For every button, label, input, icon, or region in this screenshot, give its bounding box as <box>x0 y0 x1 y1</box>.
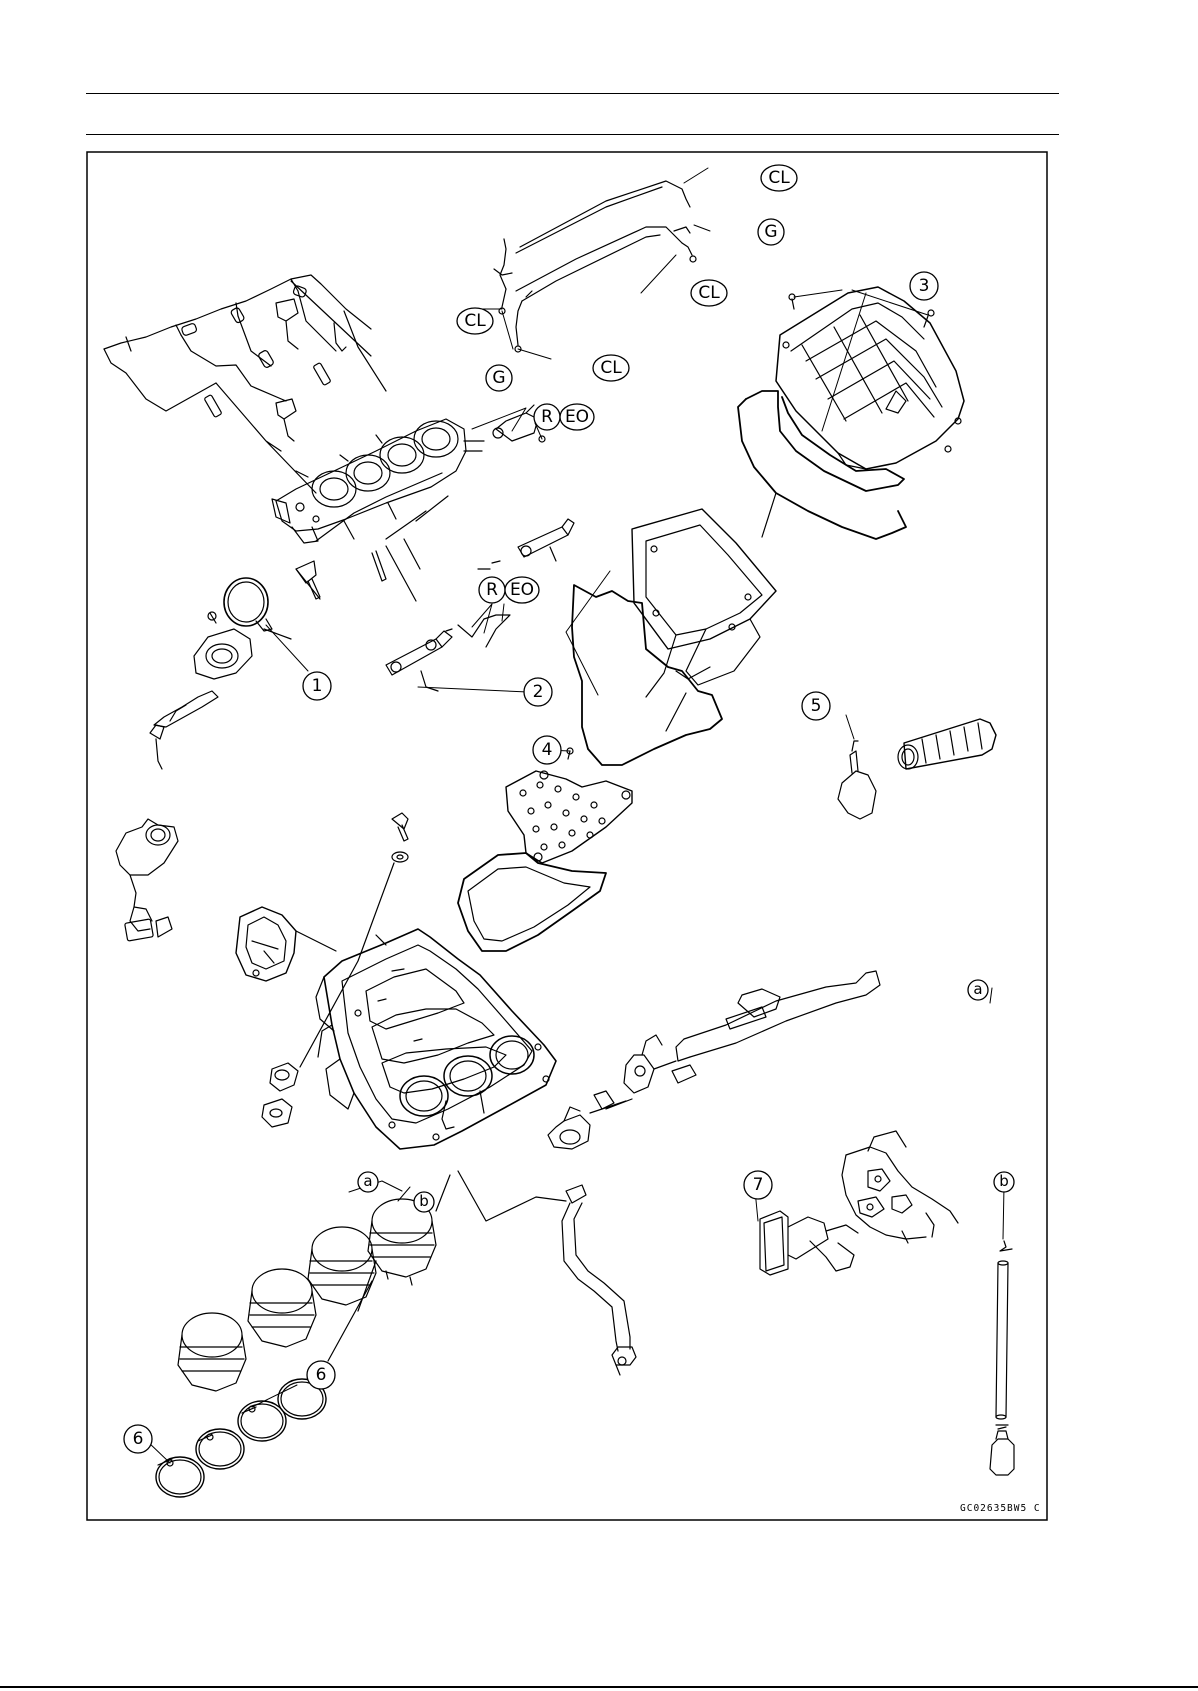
figure-code: GC02635BW5 C <box>960 1503 1041 1514</box>
callout-2-text: 2 <box>533 682 544 702</box>
callout-cl-3-text: CL <box>464 311 486 331</box>
callout-4-text: 4 <box>542 740 553 760</box>
callout-3-text: 3 <box>919 276 930 296</box>
callout-r-2-text: R <box>486 580 498 600</box>
callout-r-1-text: R <box>541 407 553 427</box>
callout-7-text: 7 <box>753 1175 764 1195</box>
callout-cl-1-text: CL <box>768 168 790 188</box>
callout-6a-text: 6 <box>133 1429 144 1449</box>
callout-a1-text: a <box>973 980 982 998</box>
callout-b2-text: b <box>419 1192 429 1210</box>
callout-1-text: 1 <box>312 676 323 696</box>
footer-rule <box>0 1686 1198 1688</box>
callout-eo-1-text: EO <box>565 407 589 427</box>
callout-5-text: 5 <box>811 696 822 716</box>
header-rule-top <box>86 93 1059 94</box>
exploded-parts-diagram: 1 2 3 4 5 6 6 7 a a b b CL CL CL CL G G … <box>86 151 1048 1521</box>
callout-b1-text: b <box>999 1172 1009 1190</box>
callout-cl-2-text: CL <box>698 283 720 303</box>
callout-g-1-text: G <box>764 222 777 242</box>
callout-g-2-text: G <box>492 368 505 388</box>
header-rule-bottom <box>86 134 1059 135</box>
callout-cl-4-text: CL <box>600 358 622 378</box>
callout-6b-text: 6 <box>316 1365 327 1385</box>
callout-a2-text: a <box>363 1172 372 1190</box>
callout-eo-2-text: EO <box>510 580 534 600</box>
